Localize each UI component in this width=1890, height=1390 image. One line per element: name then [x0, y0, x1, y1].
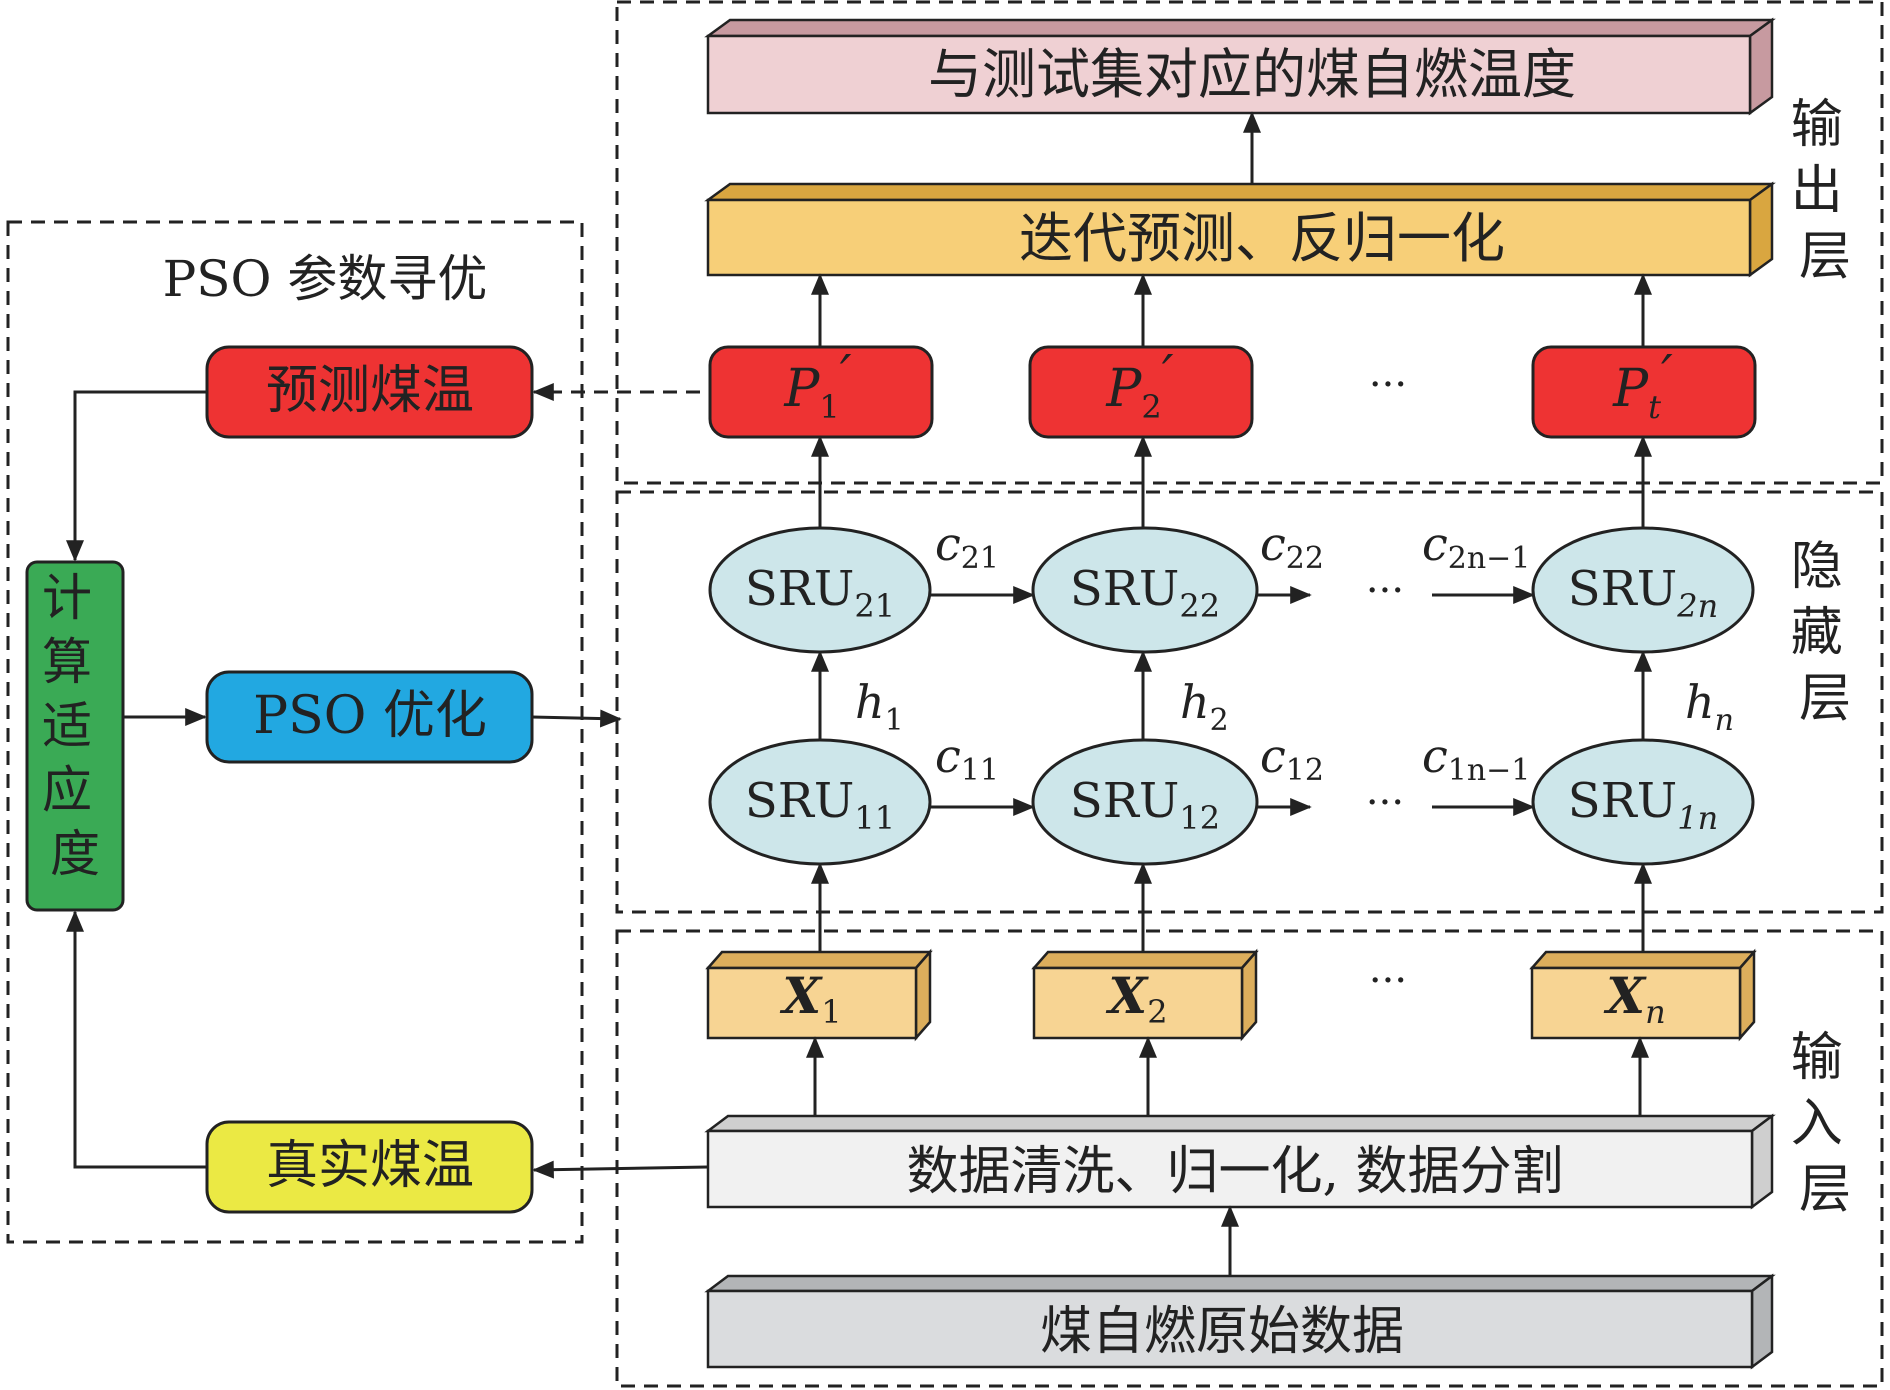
iterative-predict-label: 迭代预测、反归一化 [1019, 207, 1505, 270]
layer-label-input: 输 入 层 [1791, 1028, 1860, 1220]
input-box-x2: X2 [1031, 948, 1259, 1042]
input-box-xn: Xn [1529, 948, 1757, 1042]
pso-group-title: PSO 参数寻优 [163, 250, 488, 308]
input-ellipsis: ··· [1369, 958, 1407, 1004]
layer-label-hidden: 隐 藏 层 [1791, 537, 1860, 729]
hidden-layer-frame [615, 490, 1884, 914]
cell-state-c21: c21 [935, 517, 999, 576]
hidden-state-h2: h2 [1180, 675, 1229, 738]
true-temp-label: 真实煤温 [266, 1136, 474, 1196]
prediction-label-p2: P2′ [1105, 345, 1173, 426]
prediction-box-p1: P1′ [708, 345, 934, 439]
output-final-box: 与测试集对应的煤自燃温度 [704, 17, 1776, 116]
data-clean-label: 数据清洗、归一化, 数据分割 [906, 1142, 1563, 1202]
input-layer-frame [615, 929, 1884, 1388]
cell-state-c2n-1: c2n−1 [1422, 517, 1530, 576]
raw-data-label: 煤自燃原始数据 [1040, 1302, 1404, 1362]
cell-state-c12: c12 [1260, 729, 1324, 788]
input-box-x1: X1 [705, 948, 933, 1042]
sru-label-11: SRU11 [745, 773, 895, 837]
input-label-x1: X1 [779, 966, 841, 1031]
fitness-box: 计 算 适 应 度 [25, 560, 125, 912]
cell-state-c1n-1: c1n−1 [1422, 729, 1530, 788]
sru-label-2n: SRU2n [1568, 561, 1718, 625]
cell-state-c11: c11 [935, 729, 999, 788]
pso-group-frame [6, 220, 584, 1244]
sru-top-ellipsis: ··· [1366, 568, 1404, 614]
predicted-temp-label: 预测煤温 [266, 361, 474, 421]
input-label-xn: Xn [1603, 966, 1665, 1031]
sru-label-22: SRU22 [1070, 561, 1220, 625]
output-final-label: 与测试集对应的煤自燃温度 [928, 43, 1576, 106]
prediction-box-pt: Pt′ [1531, 345, 1757, 439]
pso-optimize-box: PSO 优化 [205, 670, 534, 764]
sru-label-1n: SRU1n [1568, 773, 1718, 837]
connectors [66, 111, 1652, 1276]
data-clean-box: 数据清洗、归一化, 数据分割 [704, 1113, 1776, 1210]
prediction-label-p1: P1′ [783, 345, 851, 426]
input-label-x2: X2 [1105, 966, 1167, 1031]
sru-top-row: SRU21 SRU22 SRU2n [708, 526, 1755, 654]
predicted-temp-box: 预测煤温 [205, 345, 534, 439]
arrow-pso-to-hidden-layer [531, 709, 622, 728]
iterative-predict-box: 迭代预测、反归一化 [704, 181, 1776, 278]
sru-bottom-row: SRU11 SRU12 SRU1n [708, 738, 1755, 866]
true-temp-box: 真实煤温 [205, 1120, 534, 1214]
fitness-label: 计 算 适 应 度 [42, 569, 108, 883]
sru-label-12: SRU12 [1070, 773, 1220, 837]
output-layer-frame [615, 0, 1884, 485]
raw-data-box: 煤自燃原始数据 [704, 1273, 1776, 1370]
arrow-clean-to-true-temp [532, 1160, 709, 1179]
layer-label-output: 输 出 层 [1791, 95, 1860, 287]
prediction-ellipsis: ··· [1369, 362, 1407, 408]
prediction-label-pt: Pt′ [1612, 345, 1673, 426]
pso-optimize-label: PSO 优化 [253, 686, 487, 746]
sru-bottom-ellipsis: ··· [1366, 780, 1404, 826]
arrow-true-temp-to-fitness [66, 910, 207, 1169]
prediction-box-p2: P2′ [1028, 345, 1254, 439]
sru-label-21: SRU21 [745, 561, 895, 625]
cell-state-c22: c22 [1260, 517, 1324, 576]
hidden-state-h1: h1 [855, 675, 904, 738]
arrow-predicted-temp-to-fitness [66, 390, 207, 562]
hidden-state-hn: hn [1685, 675, 1734, 738]
